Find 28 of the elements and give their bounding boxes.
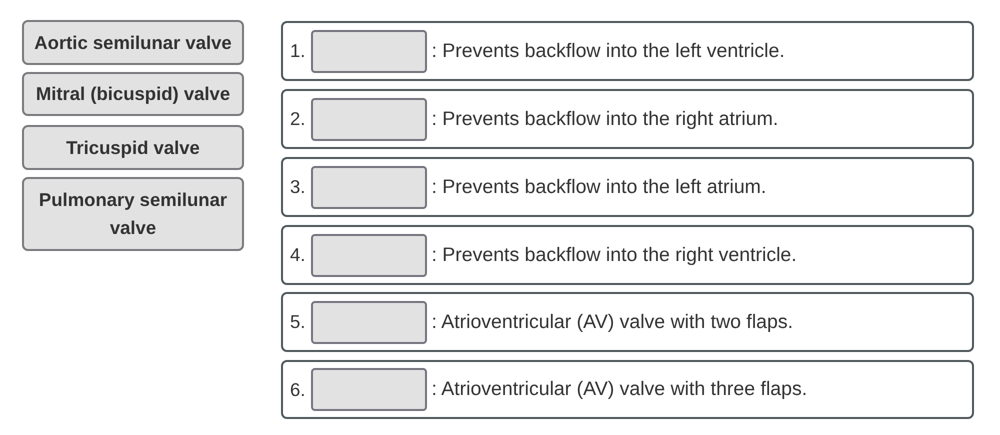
question-row (281, 21, 974, 81)
question-text: : Atrioventricular (AV) valve with three flaps. (431, 378, 808, 401)
answer-chip: Mitral (bicuspid) valve (22, 72, 244, 116)
question-row (281, 360, 974, 419)
question-number: 4. (290, 244, 306, 266)
question-row (281, 157, 974, 217)
answer-box (311, 300, 428, 344)
answer-box (311, 98, 428, 140)
answer-box (311, 368, 428, 411)
question-number: 2. (290, 108, 306, 130)
question-row (281, 89, 974, 149)
question-row (281, 225, 974, 285)
answer-chip: Tricuspid valve (22, 125, 244, 170)
question-text: : Atrioventricular (AV) valve with two flaps. (431, 310, 794, 334)
question-row (281, 292, 974, 352)
answer-box (311, 30, 428, 72)
question-text: : Prevents backflow into the right ventricle. (431, 244, 797, 266)
question-text: : Prevents backflow into the right atrium. (431, 108, 778, 130)
question-number: 5. (290, 311, 306, 333)
question-number: 1. (290, 40, 306, 62)
question-number: 3. (290, 176, 306, 198)
answer-chip: Pulmonary semilunar valve (22, 177, 244, 251)
question-number: 6. (290, 378, 306, 400)
question-text: : Prevents backflow into the left ventricle. (431, 40, 785, 62)
answer-box (311, 166, 428, 208)
answer-chip: Aortic semilunar valve (22, 20, 244, 65)
answer-box (311, 234, 428, 276)
question-text: : Prevents backflow into the left atrium. (431, 176, 766, 198)
